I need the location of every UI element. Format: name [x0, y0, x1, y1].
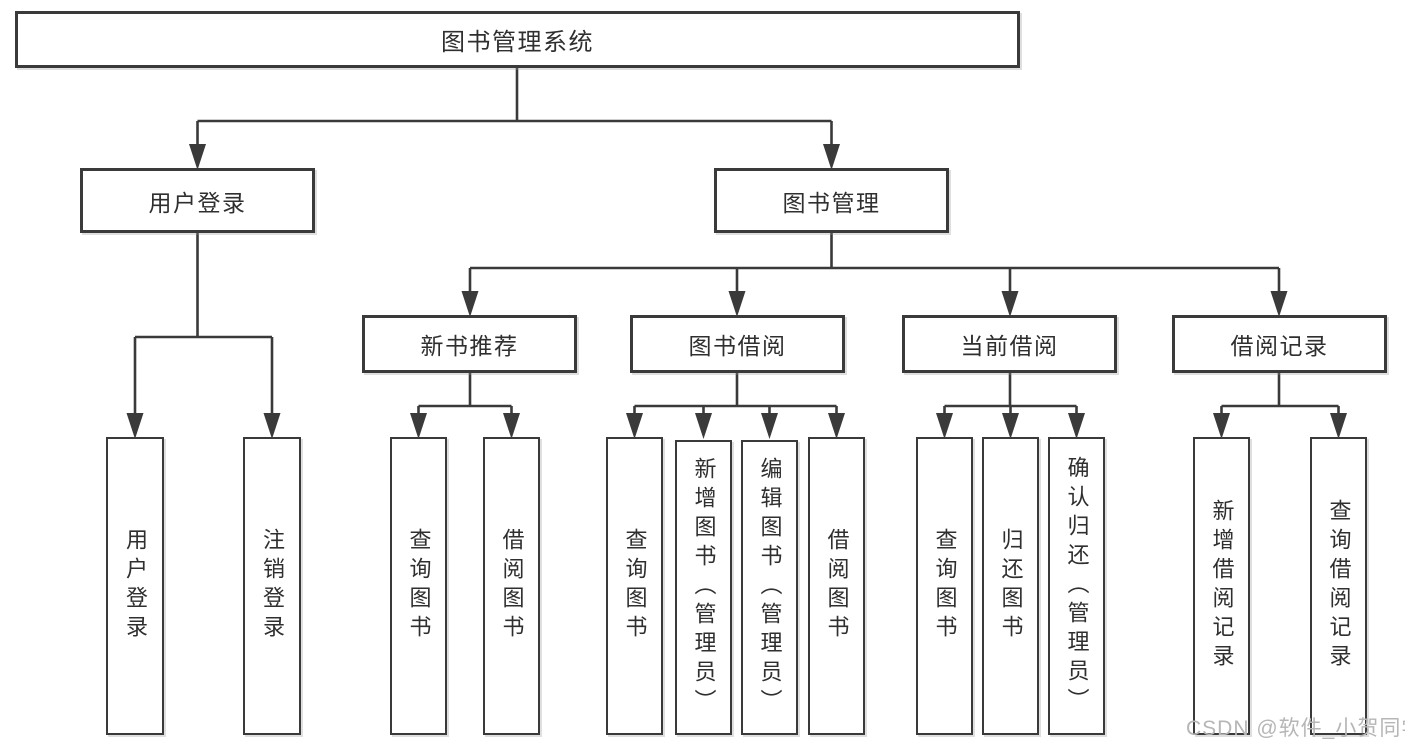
- node-book-borrow: 图书借阅: [630, 315, 845, 373]
- node-book-management: 图书管理: [714, 168, 949, 233]
- node-label: 当前借阅: [960, 333, 1059, 359]
- edge-book-management-to-level3: [461, 233, 1288, 317]
- leaf-query-book-current: 查询图书: [916, 437, 973, 735]
- edge-current-borrow-to-leaves: [936, 373, 1085, 439]
- arrow-down-icon: [189, 144, 206, 170]
- arrow-down-icon: [263, 413, 281, 439]
- leaf-add-borrow-record: 新增借阅记录: [1193, 437, 1250, 735]
- node-current-borrow: 当前借阅: [902, 315, 1117, 373]
- node-label: 借阅记录: [1230, 333, 1329, 359]
- node-new-book-recommend: 新书推荐: [362, 315, 577, 373]
- leaf-confirm-return-admin: 确认归还（管理员）: [1048, 437, 1105, 735]
- node-label: 新增借阅记录: [1209, 499, 1235, 673]
- arrow-down-icon: [728, 291, 746, 317]
- edge-new-book-recommend-to-leaves: [410, 373, 520, 439]
- csdn-watermark: CSDN @软件_小贺同学: [1186, 717, 1405, 740]
- edge-user-login-to-leaves: [126, 233, 281, 439]
- arrow-down-icon: [1270, 291, 1288, 317]
- arrow-down-icon: [1002, 413, 1019, 439]
- leaf-add-book-admin: 新增图书（管理员）: [675, 440, 732, 735]
- arrow-down-icon: [1001, 291, 1019, 317]
- node-label: 归还图书: [998, 528, 1024, 644]
- leaf-logout: 注销登录: [243, 437, 301, 735]
- node-label: 借阅图书: [824, 528, 850, 644]
- node-label: 确认归还（管理员）: [1064, 455, 1090, 717]
- node-label: 用户登录: [148, 189, 247, 216]
- leaf-borrow-book: 借阅图书: [808, 437, 865, 735]
- node-label: 用户登录: [123, 528, 148, 644]
- node-label: 注销登录: [260, 528, 285, 644]
- node-label: 新书推荐: [420, 333, 519, 359]
- node-user-login: 用户登录: [80, 168, 315, 233]
- arrow-down-icon: [626, 413, 643, 439]
- arrow-down-icon: [1068, 413, 1085, 439]
- node-label: 查询图书: [932, 528, 958, 644]
- leaf-query-borrow-record: 查询借阅记录: [1310, 437, 1367, 735]
- leaf-edit-book-admin: 编辑图书（管理员）: [741, 440, 798, 735]
- node-label: 借阅图书: [499, 528, 525, 644]
- node-label: 查询图书: [406, 528, 432, 644]
- leaf-user-login: 用户登录: [106, 437, 164, 735]
- leaf-return-book: 归还图书: [982, 437, 1039, 735]
- edge-borrow-records-to-leaves: [1213, 373, 1347, 439]
- arrow-down-icon: [410, 413, 427, 439]
- arrow-down-icon: [761, 413, 778, 439]
- node-label: 图书管理: [782, 189, 881, 216]
- arrow-down-icon: [461, 291, 479, 317]
- leaf-borrow-book-recommend: 借阅图书: [483, 437, 540, 735]
- leaf-query-book-recommend: 查询图书: [390, 437, 447, 735]
- node-label: 新增图书（管理员）: [691, 457, 717, 718]
- arrow-down-icon: [126, 413, 144, 439]
- node-borrow-records: 借阅记录: [1172, 315, 1387, 373]
- node-library-management-system: 图书管理系统: [15, 11, 1020, 68]
- arrow-down-icon: [1330, 413, 1347, 439]
- node-label: 图书管理系统: [441, 29, 594, 56]
- arrow-down-icon: [823, 144, 840, 170]
- leaf-query-book: 查询图书: [606, 437, 663, 735]
- edge-book-borrow-to-leaves: [626, 373, 845, 439]
- arrow-down-icon: [936, 413, 953, 439]
- edge-root-to-level2: [189, 68, 840, 170]
- arrow-down-icon: [828, 413, 845, 439]
- arrow-down-icon: [503, 413, 520, 439]
- node-label: 查询借阅记录: [1326, 499, 1352, 673]
- node-label: 图书借阅: [688, 333, 787, 359]
- node-label: 编辑图书（管理员）: [757, 457, 783, 718]
- node-label: 查询图书: [622, 528, 648, 644]
- arrow-down-icon: [695, 413, 712, 439]
- arrow-down-icon: [1213, 413, 1230, 439]
